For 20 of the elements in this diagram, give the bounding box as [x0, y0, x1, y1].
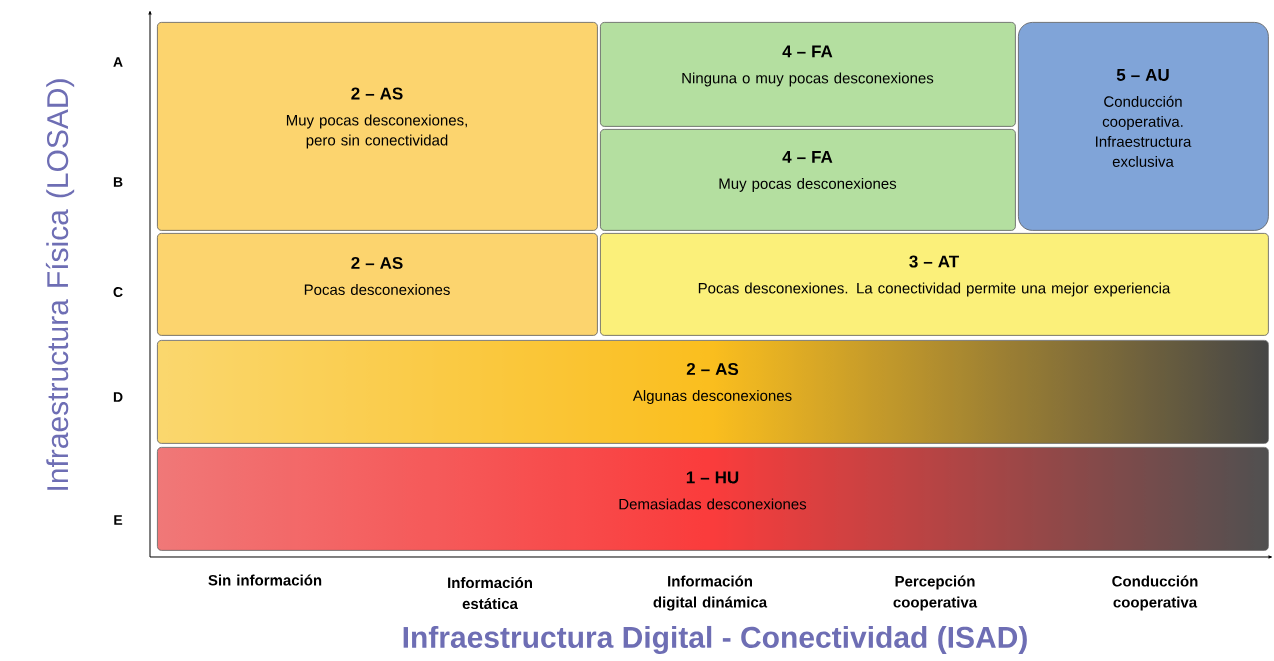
row-letter: E: [114, 515, 123, 525]
level-box: 4 – FA Ninguna o muy pocas desconexiones: [600, 22, 1016, 127]
level-box: 5 – AU Conducción cooperativa. Infraestructura exclusiva: [1018, 22, 1269, 231]
level-box: 3 – AT Pocas desconexiones. La conectividad permite una mejor experiencia: [600, 233, 1269, 336]
row-letter: D: [113, 392, 123, 402]
level-box: 4 – FA Muy pocas desconexiones: [600, 129, 1016, 231]
column-label: Conducción cooperativa: [1112, 575, 1198, 611]
row-letter: A: [113, 57, 123, 67]
column-label: Percepción cooperativa: [893, 575, 978, 611]
level-box: 1 – HU Demasiadas desconexiones: [157, 447, 1269, 551]
row-letter: B: [113, 177, 123, 187]
axis-title: Infraestructura Física (LOSAD): [45, 79, 75, 490]
level-box: 2 – AS Muy pocas desconexiones, pero sin conectividad: [157, 22, 598, 231]
axis-title: Infraestructura Digital - Conectividad (ISAD): [403, 625, 1027, 655]
row-letter: C: [113, 287, 123, 297]
column-label: Información digital dinámica: [653, 575, 768, 611]
level-box: 2 – AS Pocas desconexiones: [157, 233, 598, 336]
column-label: Información estática: [448, 576, 532, 610]
column-label: Sin información: [208, 574, 322, 586]
level-box: 2 – AS Algunas desconexiones: [157, 340, 1269, 444]
